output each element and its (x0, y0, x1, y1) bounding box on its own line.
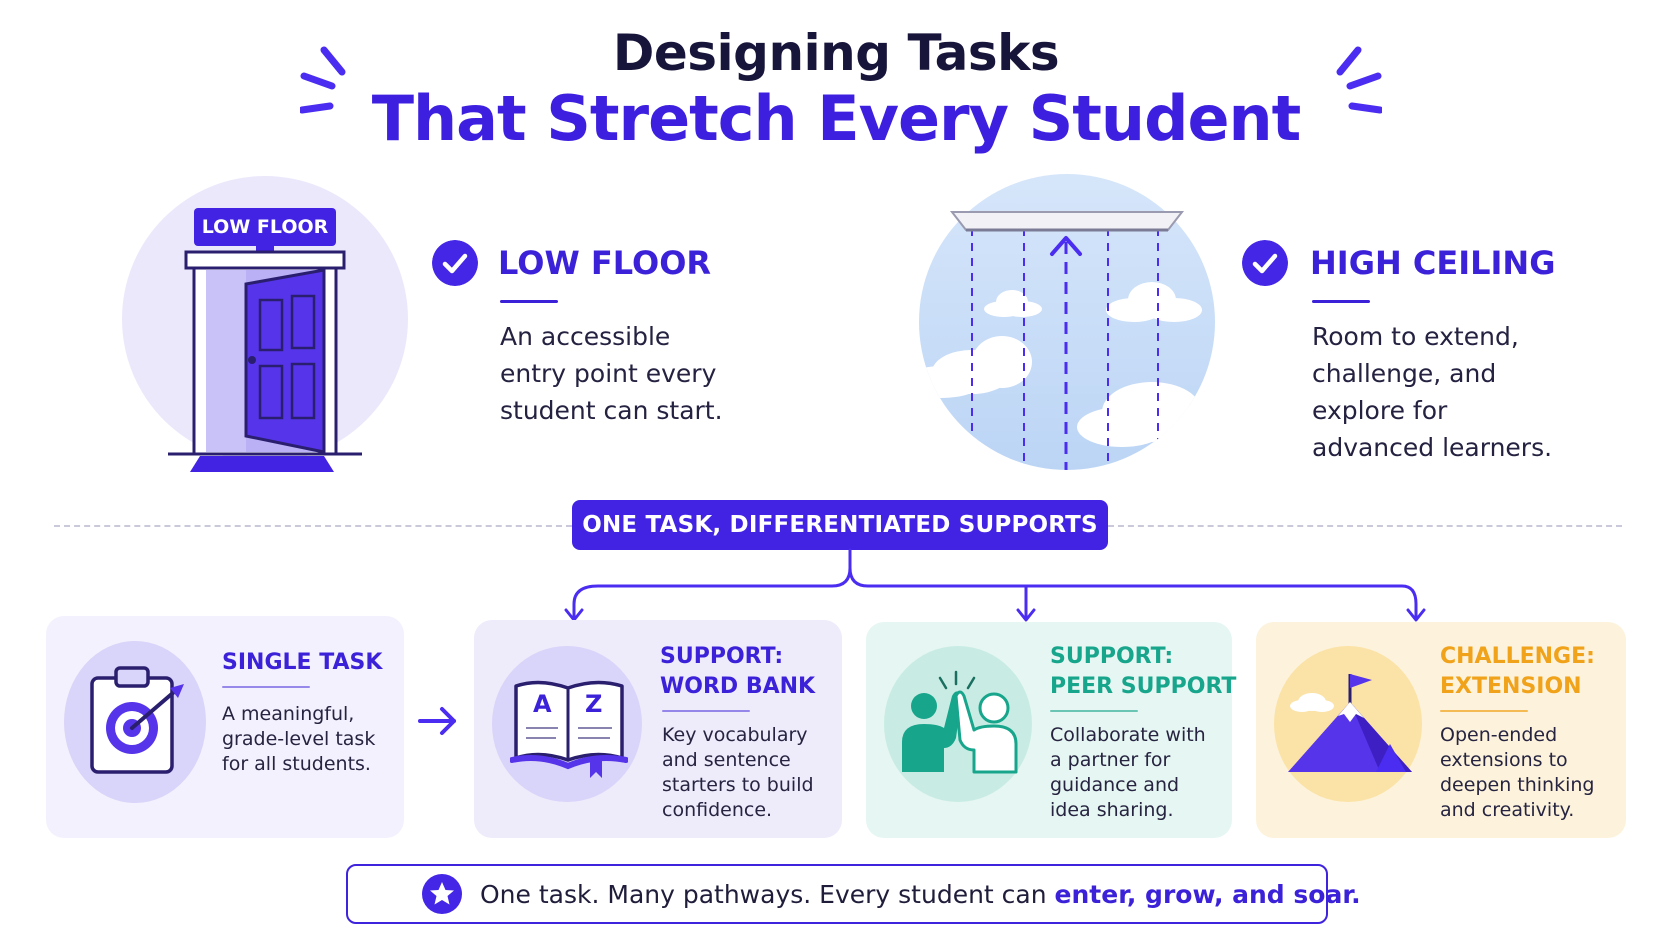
card-text-line: idea sharing. (1050, 799, 1174, 821)
door-icon (168, 208, 362, 472)
book-letter-z: Z (585, 690, 603, 718)
card-peer-support-divider (1050, 710, 1138, 712)
card-word-bank-divider (662, 710, 750, 712)
check-circle-icon (432, 240, 478, 286)
card-peer-support-description: Collaborate with a partner for guidance … (1050, 723, 1206, 823)
clipboard-target-icon (90, 666, 184, 774)
title-line-2: That Stretch Every Student (371, 82, 1302, 155)
footer-tagline: One task. Many pathways. Every student c… (480, 880, 1361, 909)
card-single-task-title: SINGLE TASK (222, 648, 382, 678)
high-ceiling-description: Room to extend, challenge, and explore f… (1312, 318, 1552, 466)
sky-ceiling-icon (919, 174, 1215, 470)
differentiated-supports-banner: ONE TASK, DIFFERENTIATED SUPPORTS (572, 500, 1108, 550)
card-text-line: a partner for (1050, 749, 1171, 771)
burst-right-icon (1336, 46, 1382, 114)
low-floor-line: entry point every (500, 359, 717, 388)
card-text-line: for all students. (222, 753, 371, 775)
card-title-line: SINGLE TASK (222, 650, 383, 675)
card-text-line: and sentence (662, 749, 791, 771)
divider-left (54, 525, 572, 527)
arrow-right-icon (418, 707, 456, 735)
card-text-line: confidence. (662, 799, 773, 821)
card-text-line: and creativity. (1440, 799, 1575, 821)
card-peer-support-title: SUPPORT: PEER SUPPORT (1050, 642, 1236, 702)
high-ceiling-line: challenge, and (1312, 359, 1497, 388)
card-title-line: SUPPORT: (660, 644, 784, 669)
high-ceiling-line: advanced learners. (1312, 433, 1553, 462)
footer-text: One task. Many pathways. Every student c… (480, 880, 1055, 909)
divider-right (1108, 525, 1622, 527)
card-text-line: extensions to (1440, 749, 1568, 771)
high-ceiling-heading: HIGH CEILING (1310, 244, 1556, 282)
card-text-line: deepen thinking (1440, 774, 1595, 796)
card-text-line: Open-ended (1440, 724, 1558, 746)
low-floor-divider (500, 300, 558, 303)
card-title-line: EXTENSION (1440, 674, 1582, 699)
low-floor-line: student can start. (500, 396, 723, 425)
title-line-1: Designing Tasks (612, 24, 1060, 82)
card-title-line: CHALLENGE: (1440, 644, 1595, 669)
mountain-flag-icon (1288, 674, 1412, 772)
card-extension-description: Open-ended extensions to deepen thinking… (1440, 723, 1594, 823)
high-five-icon (902, 670, 1018, 774)
book-icon (510, 680, 628, 778)
card-extension-divider (1440, 710, 1528, 712)
burst-left-icon (300, 46, 346, 114)
card-text-line: Collaborate with (1050, 724, 1206, 746)
card-text-line: A meaningful, (222, 703, 355, 725)
card-text-line: Key vocabulary (662, 724, 808, 746)
card-text-line: guidance and (1050, 774, 1180, 796)
book-letter-a: A (533, 690, 552, 718)
card-word-bank-title: SUPPORT: WORD BANK (660, 642, 815, 702)
card-word-bank-description: Key vocabulary and sentence starters to … (662, 723, 814, 823)
low-floor-description: An accessible entry point every student … (500, 318, 723, 429)
footer-tagline-box (346, 864, 1328, 924)
high-ceiling-line: explore for (1312, 396, 1448, 425)
card-single-task-description: A meaningful, grade-level task for all s… (222, 702, 375, 777)
card-title-line: SUPPORT: (1050, 644, 1174, 669)
card-text-line: grade-level task (222, 728, 376, 750)
low-floor-heading: LOW FLOOR (498, 244, 712, 282)
card-text-line: starters to build (662, 774, 814, 796)
star-icon (422, 874, 462, 914)
high-ceiling-line: Room to extend, (1312, 322, 1519, 351)
card-extension-title: CHALLENGE: EXTENSION (1440, 642, 1595, 702)
low-floor-sign-label: LOW FLOOR (201, 216, 329, 238)
card-title-line: PEER SUPPORT (1050, 674, 1237, 699)
high-ceiling-divider (1312, 300, 1370, 303)
low-floor-line: An accessible (500, 322, 671, 351)
card-single-task-divider (222, 686, 310, 688)
card-title-line: WORD BANK (660, 674, 816, 699)
footer-accent-text: enter, grow, and soar. (1054, 880, 1361, 909)
check-circle-icon (1242, 240, 1288, 286)
connector-arrows (564, 548, 1426, 622)
